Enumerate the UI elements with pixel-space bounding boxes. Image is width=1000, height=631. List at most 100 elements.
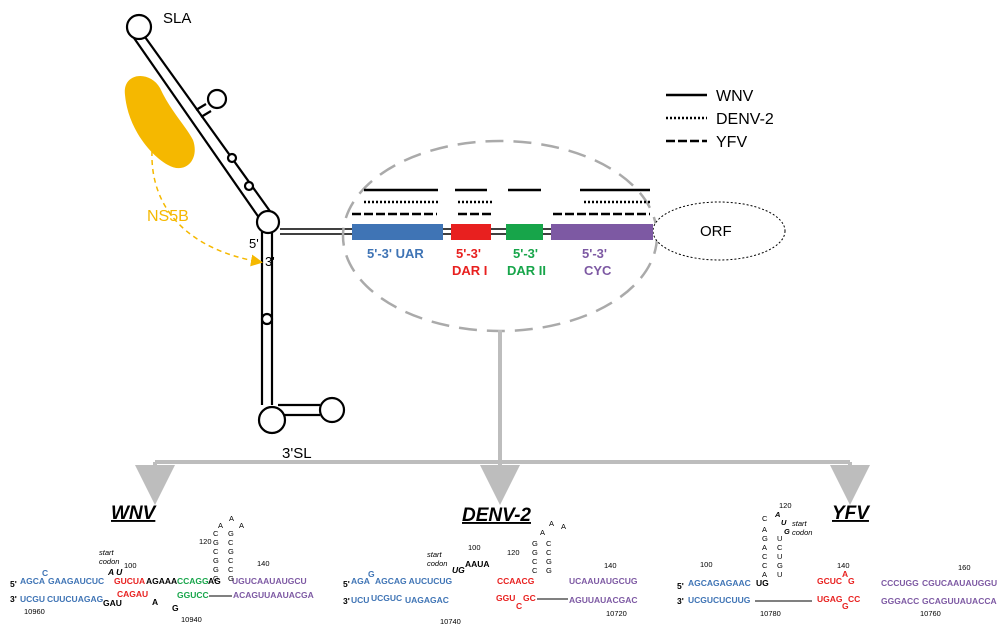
svg-text:CCCUGG: CCCUGG: [881, 578, 919, 588]
svg-text:C: C: [762, 552, 768, 561]
3sl-label: 3'SL: [282, 445, 312, 462]
svg-text:GAU: GAU: [103, 598, 122, 608]
svg-text:C: C: [213, 529, 219, 538]
svg-text:G: G: [532, 539, 538, 548]
svg-text:10940: 10940: [181, 615, 202, 624]
cyc-label-top: 5'-3': [582, 246, 607, 261]
svg-text:UCGUC: UCGUC: [371, 593, 402, 603]
sla-stem-loop: [125, 13, 281, 235]
legend-wnv: WNV: [716, 88, 754, 105]
panel-connector: [135, 330, 870, 505]
element-boxes: [352, 224, 653, 240]
svg-text:A: A: [549, 519, 554, 528]
svg-text:G: G: [213, 556, 219, 565]
denv2-panel: DENV-2 start codon 100 5' 3' AGA G AGCAG…: [343, 505, 638, 626]
svg-text:AGA: AGA: [351, 576, 370, 586]
svg-text:140: 140: [257, 559, 270, 568]
svg-text:C: C: [532, 557, 538, 566]
svg-text:UCU: UCU: [351, 595, 369, 605]
svg-text:100: 100: [124, 561, 137, 570]
svg-text:A: A: [774, 510, 780, 519]
ns5b-arrow: [151, 150, 263, 267]
svg-text:UCGU: UCGU: [20, 594, 45, 604]
svg-text:CCAACG: CCAACG: [497, 576, 535, 586]
svg-text:U: U: [777, 570, 782, 579]
svg-text:A: A: [842, 569, 848, 579]
svg-text:UCAAUAUGCUG: UCAAUAUGCUG: [569, 576, 638, 586]
svg-text:AGUUAUACGAC: AGUUAUACGAC: [569, 595, 637, 605]
svg-text:C: C: [546, 548, 552, 557]
uar-box: [352, 224, 443, 240]
svg-text:G: G: [213, 565, 219, 574]
svg-text:CAGAU: CAGAU: [117, 589, 148, 599]
svg-text:C: C: [532, 566, 538, 575]
svg-text:A: A: [239, 521, 244, 530]
svg-text:G: G: [546, 566, 552, 575]
svg-text:AGAAA: AGAAA: [146, 576, 177, 586]
svg-text:codon: codon: [427, 559, 447, 568]
five-prime-label: 5': [249, 236, 259, 251]
svg-text:5': 5': [10, 579, 17, 589]
svg-text:A: A: [762, 543, 767, 552]
svg-text:G: G: [842, 601, 849, 611]
svg-text:start: start: [792, 519, 808, 528]
svg-text:GGU: GGU: [496, 593, 515, 603]
svg-text:UG: UG: [452, 565, 465, 575]
svg-text:UGAG: UGAG: [817, 594, 843, 604]
svg-text:GGGACC: GGGACC: [881, 596, 919, 606]
svg-text:10780: 10780: [760, 609, 781, 618]
svg-text:C: C: [777, 543, 783, 552]
svg-text:10760: 10760: [920, 609, 941, 618]
svg-text:C: C: [546, 539, 552, 548]
svg-text:codon: codon: [99, 557, 119, 566]
orf-ellipse: [652, 201, 786, 261]
svg-text:G: G: [777, 561, 783, 570]
svg-text:100: 100: [700, 560, 713, 569]
svg-text:G: G: [228, 529, 234, 538]
svg-text:G: G: [848, 576, 855, 586]
dar1-label-bottom: DAR I: [452, 263, 487, 278]
svg-text:C: C: [228, 565, 234, 574]
svg-text:A: A: [152, 597, 158, 607]
svg-text:G: G: [172, 603, 179, 613]
svg-text:3': 3': [343, 596, 350, 606]
svg-text:G: G: [762, 534, 768, 543]
svg-text:C: C: [228, 556, 234, 565]
svg-text:AAUA: AAUA: [465, 559, 490, 569]
svg-text:120: 120: [507, 548, 520, 557]
coverage-lines: [352, 188, 650, 216]
svg-text:A U: A U: [107, 567, 123, 577]
svg-text:C: C: [213, 547, 219, 556]
svg-text:CC: CC: [848, 594, 860, 604]
svg-text:A: A: [762, 525, 767, 534]
denv2-title: DENV-2: [462, 505, 531, 526]
svg-text:G: G: [784, 527, 790, 536]
svg-text:CGUCAAUAUGGU: CGUCAAUAUGGU: [922, 578, 997, 588]
svg-text:CUUCUAGAG: CUUCUAGAG: [47, 594, 104, 604]
svg-text:10720: 10720: [606, 609, 627, 618]
svg-text:GUCUA: GUCUA: [114, 576, 145, 586]
sla-label: SLA: [163, 10, 191, 27]
svg-text:GAAGAUCUC: GAAGAUCUC: [48, 576, 104, 586]
cyc-box: [551, 224, 653, 240]
yfv-panel: YFV start codon 120 100 5' 3' AGCAGAGAAC…: [677, 501, 997, 618]
svg-text:10740: 10740: [440, 617, 461, 626]
ns5b-label: NS5B: [147, 208, 189, 225]
legend-yfv: YFV: [716, 134, 747, 151]
svg-text:CCAGG: CCAGG: [177, 576, 209, 586]
dar1-box: [451, 224, 491, 240]
svg-text:G: G: [532, 548, 538, 557]
wnv-title: WNV: [111, 503, 157, 524]
svg-text:140: 140: [604, 561, 617, 570]
svg-text:GGUCC: GGUCC: [177, 590, 209, 600]
svg-text:C: C: [228, 538, 234, 547]
svg-text:G: G: [228, 574, 234, 583]
svg-text:3': 3': [10, 594, 17, 604]
svg-text:G: G: [546, 557, 552, 566]
svg-text:G: G: [368, 569, 375, 579]
svg-text:10960: 10960: [24, 607, 45, 616]
svg-text:UGUCAAUAUGCU: UGUCAAUAUGCU: [232, 576, 307, 586]
wnv-panel: WNV start codon 100 5' 3' AGCA C GAAGAUC…: [10, 503, 314, 624]
svg-text:C: C: [762, 561, 768, 570]
